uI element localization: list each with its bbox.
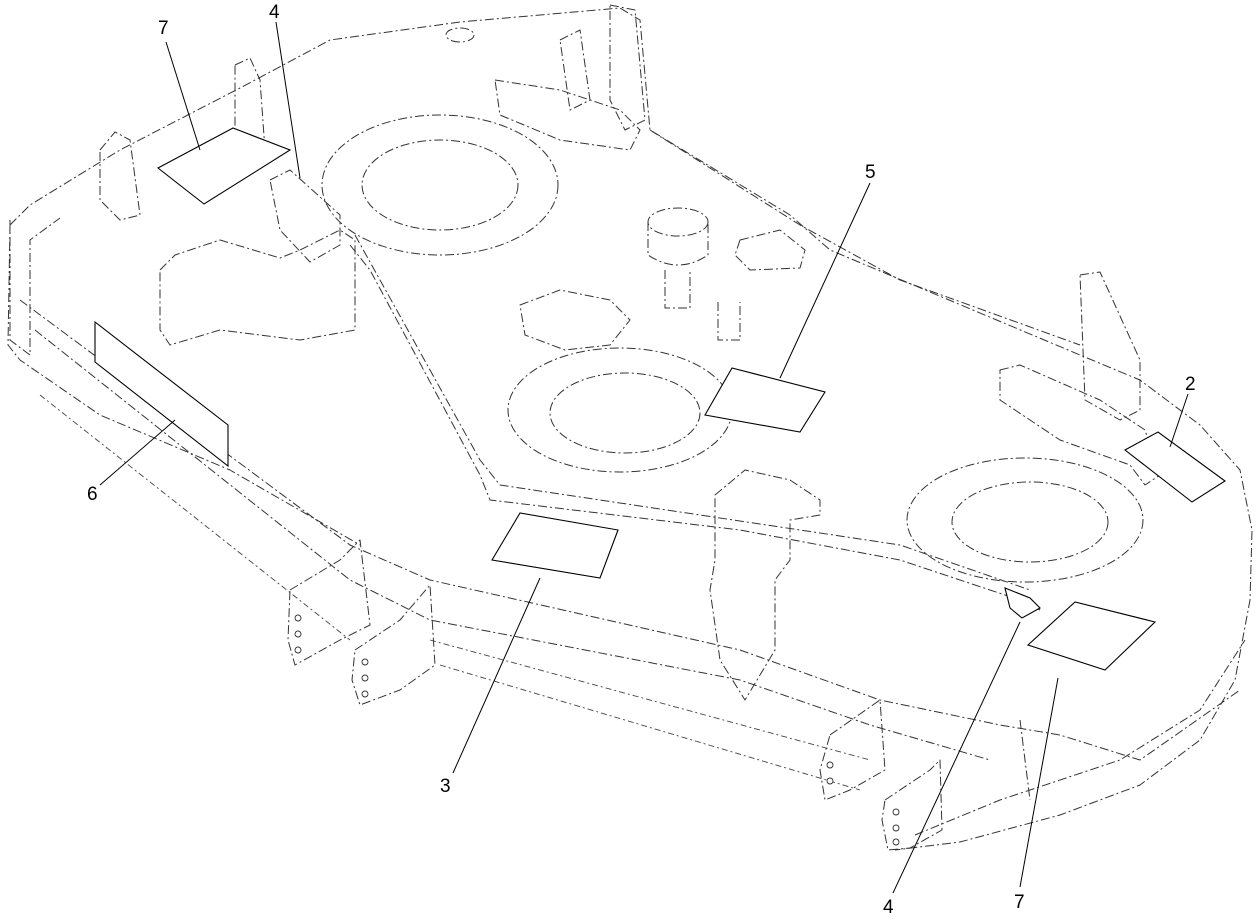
decal-7-right: [1026, 601, 1157, 671]
callout-6: 6: [87, 484, 98, 505]
decal-3: [491, 512, 619, 579]
leader-lines: [99, 21, 1189, 894]
callout-7-left: 7: [158, 18, 169, 39]
callout-4-left: 4: [269, 2, 280, 23]
callout-2: 2: [1185, 374, 1196, 395]
decal-4-right: [1004, 587, 1041, 619]
decals: [94, 127, 1226, 671]
decal-6: [94, 320, 229, 468]
callout-7-right: 7: [1014, 892, 1025, 913]
callout-5: 5: [865, 162, 876, 183]
callout-4-right: 4: [883, 897, 894, 918]
callout-labels: 7 4 5 2 6 3 4 7: [87, 2, 1196, 918]
decal-2: [1123, 431, 1226, 503]
decal-5: [704, 367, 826, 433]
callout-3: 3: [440, 776, 451, 797]
mower-deck-outline: [7, 4, 1253, 851]
decal-7-left: [156, 127, 292, 205]
